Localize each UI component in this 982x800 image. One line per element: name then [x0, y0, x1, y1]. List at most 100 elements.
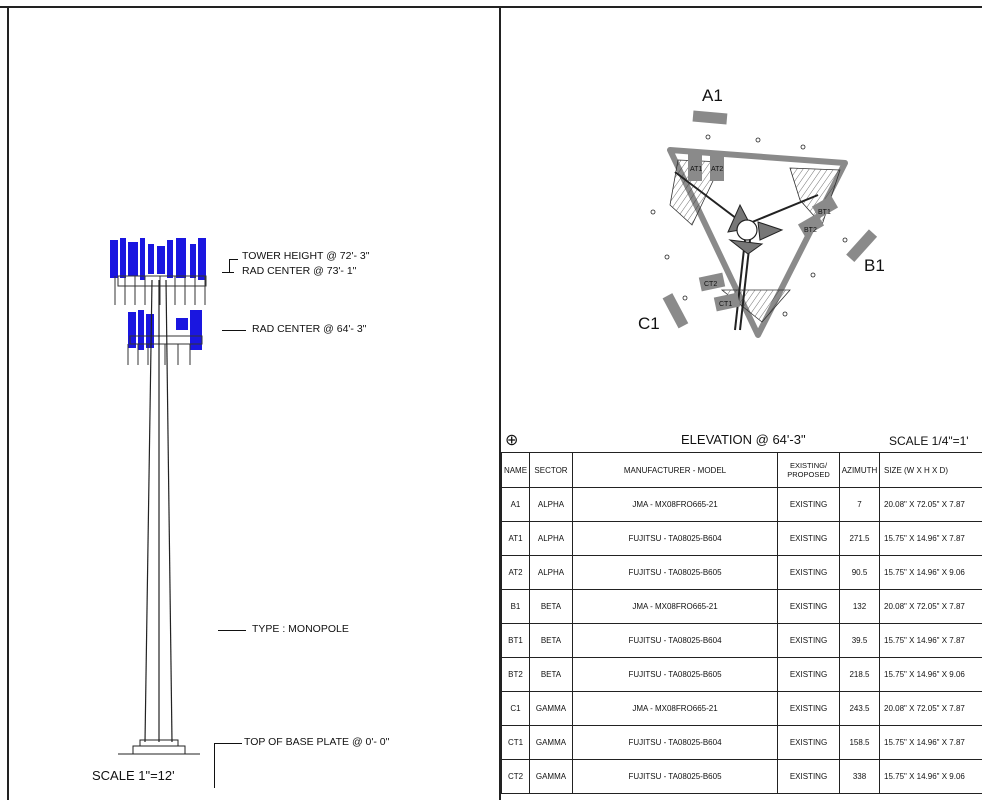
cell-sector: ALPHA: [529, 555, 573, 590]
leader-type: [218, 630, 246, 631]
schedule-header: ⊕ ELEVATION @ 64'-3" SCALE 1/4"=1': [501, 426, 982, 452]
tag-ct1: CT1: [719, 301, 732, 308]
sheet-border-left: [7, 6, 9, 800]
col-status-line1: EXISTING/: [789, 461, 828, 470]
cell-name: AT1: [501, 521, 530, 556]
cell-name: CT2: [501, 759, 530, 794]
cell-azimuth: 158.5: [839, 725, 880, 760]
platform-outline: [667, 147, 848, 338]
cell-size: 20.08" X 72.05" X 7.87: [879, 487, 982, 522]
cell-azimuth: 338: [839, 759, 880, 794]
cell-sector: GAMMA: [529, 691, 573, 726]
leader-vertical: [229, 259, 230, 273]
tma-tags: AT1 AT2 BT1 BT2 CT2 CT1: [690, 166, 831, 308]
base-plate: [118, 739, 200, 755]
cell-azimuth: 39.5: [839, 623, 880, 658]
tma-at1: [688, 153, 702, 181]
col-size: SIZE (W X H X D): [879, 452, 982, 488]
tag-at2: AT2: [711, 166, 723, 173]
cell-status: EXISTING: [777, 589, 840, 624]
cell-azimuth: 243.5: [839, 691, 880, 726]
schedule-title: ELEVATION @ 64'-3": [681, 432, 806, 447]
tma-at2: [710, 153, 724, 181]
cell-size: 15.75" X 14.96" X 9.06: [879, 555, 982, 590]
schedule-table: NAME SECTOR MANUFACTURER - MODEL EXISTIN…: [501, 452, 982, 794]
sheet-border-top: [0, 6, 982, 8]
cell-size: 15.75" X 14.96" X 9.06: [879, 759, 982, 794]
cell-azimuth: 132: [839, 589, 880, 624]
cell-sector: BETA: [529, 589, 573, 624]
cell-status: EXISTING: [777, 691, 840, 726]
cell-size: 20.08" X 72.05" X 7.87: [879, 691, 982, 726]
cell-azimuth: 90.5: [839, 555, 880, 590]
cell-status: EXISTING: [777, 487, 840, 522]
col-model: MANUFACTURER - MODEL: [572, 452, 778, 488]
cell-status: EXISTING: [777, 657, 840, 692]
cell-sector: GAMMA: [529, 759, 573, 794]
cell-name: BT1: [501, 623, 530, 658]
cell-name: AT2: [501, 555, 530, 590]
rad-center-upper-label: RAD CENTER @ 73'- 1": [242, 265, 357, 277]
type-label: TYPE : MONOPOLE: [252, 623, 349, 635]
col-azimuth: AZIMUTH: [839, 452, 880, 488]
upper-antenna-array: [110, 238, 206, 280]
tag-bt1: BT1: [818, 209, 831, 216]
cell-name: BT2: [501, 657, 530, 692]
leader-rad-center-lower: [222, 330, 246, 331]
cell-size: 15.75" X 14.96" X 7.87: [879, 521, 982, 556]
tma-bt2: [797, 213, 825, 237]
col-status: EXISTING/ PROPOSED: [777, 452, 840, 488]
tower-height-label: TOWER HEIGHT @ 72'- 3": [242, 250, 370, 262]
leader-base-vertical: [214, 743, 215, 788]
base-plate-label: TOP OF BASE PLATE @ 0'- 0": [244, 736, 390, 748]
cell-status: EXISTING: [777, 759, 840, 794]
tower-elevation-drawing: [110, 238, 207, 755]
antenna-c1: [662, 293, 689, 329]
antenna-schedule: ⊕ ELEVATION @ 64'-3" SCALE 1/4"=1' NAME …: [501, 426, 982, 794]
cell-model: FUJITSU - TA08025-B605: [572, 555, 778, 590]
cell-status: EXISTING: [777, 555, 840, 590]
tma-ct2: [698, 272, 726, 292]
mount-arms: [674, 171, 819, 331]
cell-size: 15.75" X 14.96" X 7.87: [879, 725, 982, 760]
sector-label-b1: B1: [864, 256, 885, 275]
antenna-b1: [846, 229, 878, 262]
col-status-line2: PROPOSED: [787, 470, 830, 479]
cell-size: 15.75" X 14.96" X 9.06: [879, 657, 982, 692]
elevation-scale: SCALE 1"=12': [92, 768, 175, 783]
upper-mount-frame: [114, 275, 207, 305]
cell-model: JMA - MX08FRO665-21: [572, 691, 778, 726]
alpha-hatch: [669, 159, 723, 226]
antenna-a1: [692, 110, 728, 125]
sector-label-a1: A1: [702, 86, 723, 105]
cell-sector: BETA: [529, 657, 573, 692]
cell-azimuth: 7: [839, 487, 880, 522]
cell-status: EXISTING: [777, 623, 840, 658]
sector-label-c1: C1: [638, 314, 660, 333]
schedule-scale: SCALE 1/4"=1': [889, 434, 969, 448]
north-arrow-icon: ⊕: [505, 432, 519, 449]
cell-model: FUJITSU - TA08025-B604: [572, 725, 778, 760]
cell-sector: ALPHA: [529, 521, 573, 556]
cell-sector: BETA: [529, 623, 573, 658]
cell-size: 20.08" X 72.05" X 7.87: [879, 589, 982, 624]
cell-size: 15.75" X 14.96" X 7.87: [879, 623, 982, 658]
cell-model: FUJITSU - TA08025-B605: [572, 657, 778, 692]
sheet-divider: [499, 6, 501, 800]
cell-sector: GAMMA: [529, 725, 573, 760]
center-pole: [727, 203, 784, 255]
cell-azimuth: 271.5: [839, 521, 880, 556]
cell-name: A1: [501, 487, 530, 522]
tag-ct2: CT2: [704, 281, 717, 288]
cell-azimuth: 218.5: [839, 657, 880, 692]
cell-model: JMA - MX08FRO665-21: [572, 589, 778, 624]
